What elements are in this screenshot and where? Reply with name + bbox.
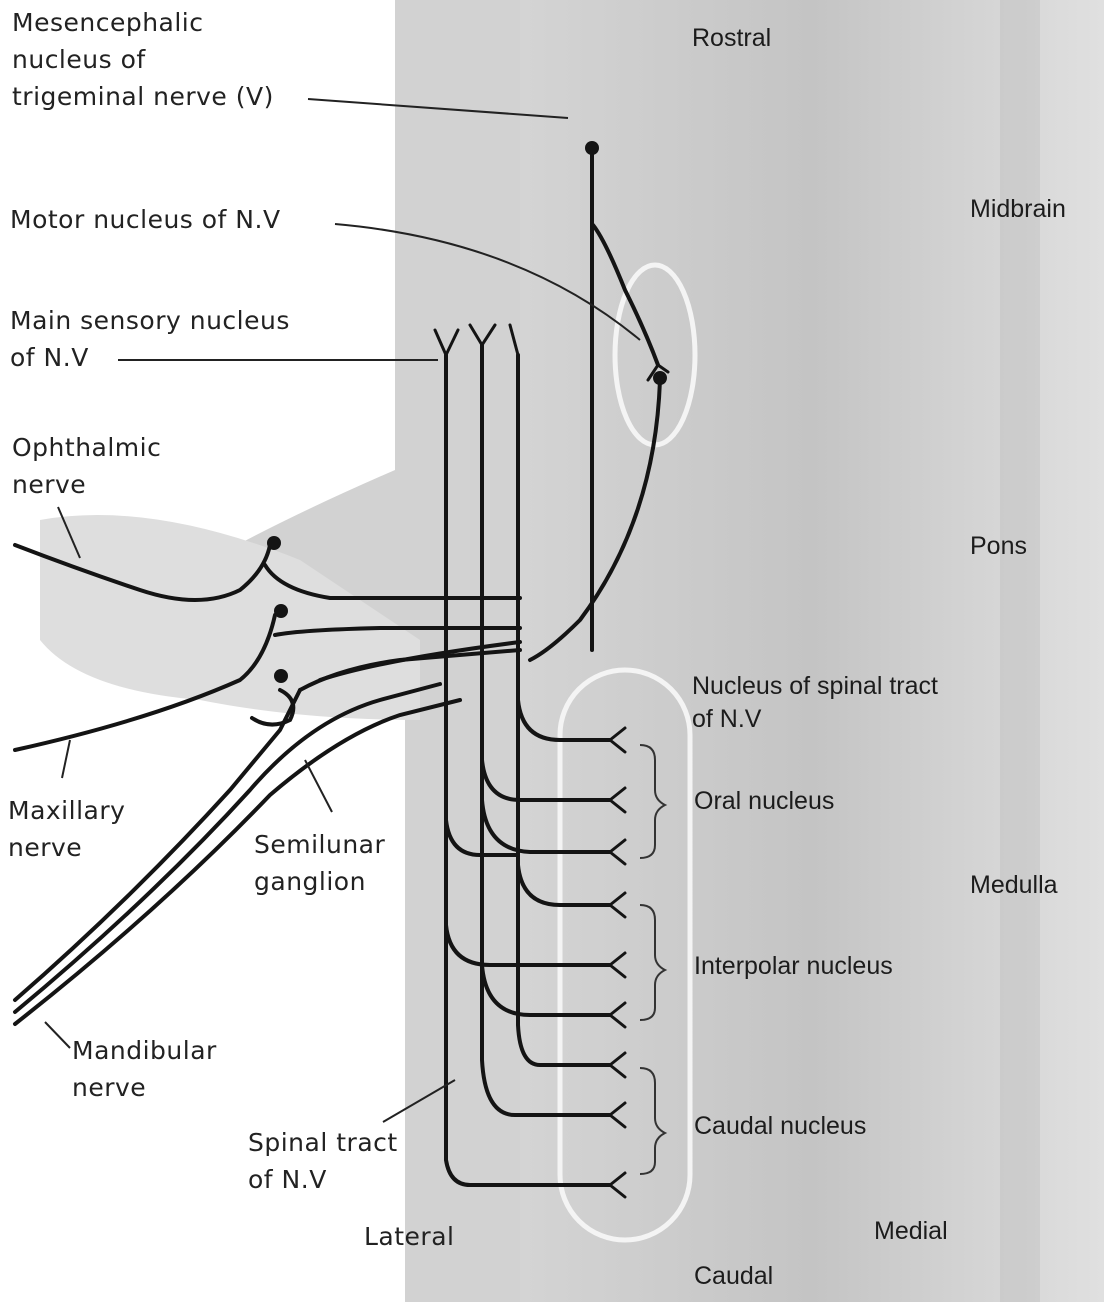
label-spinal-tract-line2: of N.V <box>248 1161 398 1198</box>
label-mesencephalic: Mesencephalic nucleus of trigeminal nerv… <box>12 4 274 115</box>
label-medial: Medial <box>874 1215 948 1248</box>
motor-cell <box>653 371 667 385</box>
maxillary-leader <box>62 740 70 778</box>
label-spinal-tract: Spinal tract of N.V <box>248 1124 398 1198</box>
label-semilunar-line2: ganglion <box>254 863 385 900</box>
label-maxillary-line1: Maxillary <box>8 792 125 829</box>
label-semilunar-line1: Semilunar <box>254 826 385 863</box>
ophthalmic-ganglion-cell <box>267 536 281 550</box>
maxillary-ganglion-cell <box>274 604 288 618</box>
label-ophthalmic-line1: Ophthalmic <box>12 429 161 466</box>
label-mesencephalic-line1: Mesencephalic <box>12 4 274 41</box>
label-lateral: Lateral <box>364 1218 454 1255</box>
label-maxillary: Maxillary nerve <box>8 792 125 866</box>
label-pons: Pons <box>970 530 1027 563</box>
label-mesencephalic-line3: trigeminal nerve (V) <box>12 78 274 115</box>
label-ophthalmic: Ophthalmic nerve <box>12 429 161 503</box>
label-main-sensory-line2: of N.V <box>10 339 290 376</box>
label-nucleus-spinal-line2: of N.V <box>692 703 938 736</box>
label-mesencephalic-line2: nucleus of <box>12 41 274 78</box>
label-motor: Motor nucleus of N.V <box>10 201 281 238</box>
mandibular-ganglion-cell <box>274 669 288 683</box>
label-spinal-tract-line1: Spinal tract <box>248 1124 398 1161</box>
label-nucleus-spinal: Nucleus of spinal tract of N.V <box>692 670 938 736</box>
label-caudal: Caudal <box>694 1260 773 1293</box>
label-main-sensory-line1: Main sensory nucleus <box>10 302 290 339</box>
label-oral-nucleus: Oral nucleus <box>694 785 834 818</box>
semilunar-leader <box>305 760 332 812</box>
label-mandibular-line1: Mandibular <box>72 1032 217 1069</box>
label-midbrain: Midbrain <box>970 193 1066 226</box>
mandibular-leader <box>45 1022 70 1048</box>
label-nucleus-spinal-line1: Nucleus of spinal tract <box>692 670 938 703</box>
label-ophthalmic-line2: nerve <box>12 466 161 503</box>
mesencephalic-cell <box>585 141 599 155</box>
label-semilunar: Semilunar ganglion <box>254 826 385 900</box>
label-mandibular: Mandibular nerve <box>72 1032 217 1106</box>
label-caudal-nucleus: Caudal nucleus <box>694 1110 866 1143</box>
brainstem-shading <box>40 0 1104 1302</box>
label-medulla: Medulla <box>970 869 1058 902</box>
label-mandibular-line2: nerve <box>72 1069 217 1106</box>
label-main-sensory: Main sensory nucleus of N.V <box>10 302 290 376</box>
label-maxillary-line2: nerve <box>8 829 125 866</box>
label-interpolar-nucleus: Interpolar nucleus <box>694 950 893 983</box>
label-rostral: Rostral <box>692 22 771 55</box>
